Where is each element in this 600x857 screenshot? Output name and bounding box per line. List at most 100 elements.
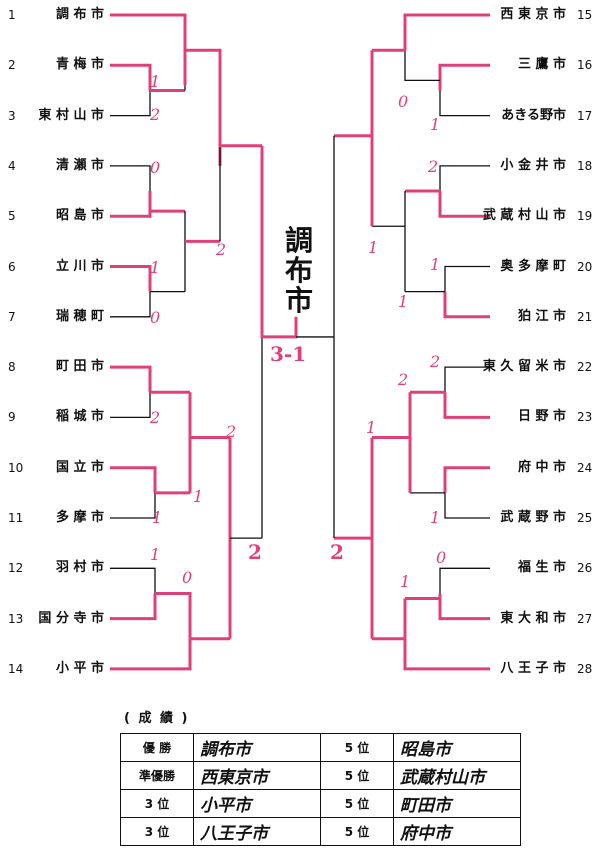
bracket-line-winner xyxy=(110,593,157,621)
right-team-name: 三 鷹 市 xyxy=(517,57,566,73)
score-l23b: 2 xyxy=(150,105,161,124)
left-team-number: 9 xyxy=(8,410,16,425)
score-l67b: 0 xyxy=(150,308,161,327)
right-team-number: 16 xyxy=(577,58,593,73)
results-rank-cell: 5 位 xyxy=(320,761,394,790)
score-rsemi: 2 xyxy=(330,540,344,564)
right-team-name: 日 野 市 xyxy=(517,409,566,425)
bracket-line xyxy=(110,165,151,192)
right-team-name: 武 蔵 野 市 xyxy=(500,510,566,525)
right-team-name: 狛 江 市 xyxy=(517,308,566,324)
bracket-line xyxy=(444,492,490,519)
score-l1213b: 0 xyxy=(182,568,193,587)
bracket-line-winner xyxy=(110,365,152,393)
score-r2021a: 1 xyxy=(430,255,441,274)
score-r1617b: 1 xyxy=(430,115,441,134)
right-team-number: 28 xyxy=(577,661,593,676)
score-r1819a: 2 xyxy=(428,157,439,176)
left-team-name: 立 川 市 xyxy=(55,258,104,274)
left-team-name: 稲 城 市 xyxy=(55,409,104,425)
right-team-number: 19 xyxy=(577,209,593,224)
left-team-name: 瑞 穂 町 xyxy=(55,308,104,324)
left-team-number: 3 xyxy=(8,108,16,123)
right-team-number: 18 xyxy=(577,158,593,173)
score-r2425a: 1 xyxy=(430,508,441,527)
score-r2223b: 2 xyxy=(398,370,409,389)
score-l4to67: 2 xyxy=(216,240,227,259)
results-team-cell: 昭島市 xyxy=(393,733,521,762)
left-team-name: 多 摩 市 xyxy=(55,510,104,525)
score-lsemi: 2 xyxy=(248,540,262,564)
left-team-name: 東 村 山 市 xyxy=(38,107,104,123)
right-team-number: 25 xyxy=(577,511,593,525)
bracket-line xyxy=(110,392,151,419)
left-team-name: 昭 島 市 xyxy=(55,208,104,224)
score-r2627b: 1 xyxy=(400,572,411,591)
bracket-line-winner xyxy=(218,50,262,148)
score-r2627a: 0 xyxy=(436,548,447,567)
right-team-name: 府 中 市 xyxy=(517,459,566,475)
bracket-line-winner xyxy=(155,591,192,639)
results-team-cell: 調布市 xyxy=(193,733,321,762)
left-team-name: 調 布 市 xyxy=(55,7,104,22)
bracket-line-winner xyxy=(443,291,490,319)
bracket-line xyxy=(110,492,156,519)
right-team-number: 26 xyxy=(577,561,593,576)
right-team-name: 西 東 京 市 xyxy=(500,7,566,22)
bracket-line-winner xyxy=(110,191,152,218)
bracket-line-winner xyxy=(260,145,298,339)
right-team-name: 奥 多 摩 町 xyxy=(500,258,566,274)
right-team-name: 東 久 留 米 市 xyxy=(482,359,566,375)
bracket-line-winner xyxy=(403,13,490,51)
score-r2021b: 1 xyxy=(398,292,409,311)
bracket-line xyxy=(439,165,490,192)
left-team-number: 8 xyxy=(8,360,16,375)
score-final: 3-1 xyxy=(270,342,307,366)
right-team-number: 27 xyxy=(577,611,593,626)
score-rqf2: 1 xyxy=(366,418,377,437)
bracket-line-winner xyxy=(110,63,152,91)
left-team-number: 10 xyxy=(8,460,24,475)
bracket-line-winner xyxy=(110,638,192,671)
left-team-name: 町 田 市 xyxy=(55,359,104,375)
bracket-line-winner xyxy=(185,48,222,166)
score-r2223a: 2 xyxy=(430,352,441,371)
bracket-line-winner xyxy=(443,466,490,493)
results-team-cell: 西東京市 xyxy=(193,761,321,790)
right-team-name: 小 金 井 市 xyxy=(500,157,566,173)
bracket-line-winner xyxy=(110,466,157,493)
results-team-cell: 町田市 xyxy=(393,789,521,818)
results-rank-cell: 3 位 xyxy=(120,789,194,818)
results-rank-cell: 優 勝 xyxy=(120,733,194,762)
left-team-name: 羽 村 市 xyxy=(55,560,104,576)
left-team-number: 13 xyxy=(8,611,24,626)
right-team-name: あきる野市 xyxy=(501,107,566,123)
left-team-number: 7 xyxy=(8,309,16,324)
bracket-line xyxy=(444,366,490,393)
bracket-line xyxy=(110,291,151,318)
results-rank-cell: 準優勝 xyxy=(120,761,194,790)
results-team-cell: 八王子市 xyxy=(193,817,321,846)
bracket-line xyxy=(439,90,490,117)
champion-handwritten: 調布市 xyxy=(284,224,313,317)
right-team-number: 22 xyxy=(577,360,593,375)
right-team-number: 23 xyxy=(577,410,593,425)
right-team-name: 八 王 子 市 xyxy=(500,660,566,676)
bracket-line-winner xyxy=(438,593,490,621)
bracket-line-winner xyxy=(443,392,490,419)
score-l1011a: 1 xyxy=(193,487,204,506)
score-l23a: 1 xyxy=(150,72,161,91)
bracket-line-winner xyxy=(438,191,490,218)
results-team-cell: 武蔵村山市 xyxy=(393,761,521,790)
bracket-line-winner xyxy=(110,13,187,86)
right-team-name: 福 生 市 xyxy=(517,560,566,576)
left-team-number: 11 xyxy=(8,511,24,525)
score-l1213a: 1 xyxy=(150,545,161,564)
bracket-line xyxy=(110,567,156,594)
results-team-cell: 小平市 xyxy=(193,789,321,818)
tournament-bracket xyxy=(110,13,490,671)
left-team-number: 2 xyxy=(8,58,16,73)
